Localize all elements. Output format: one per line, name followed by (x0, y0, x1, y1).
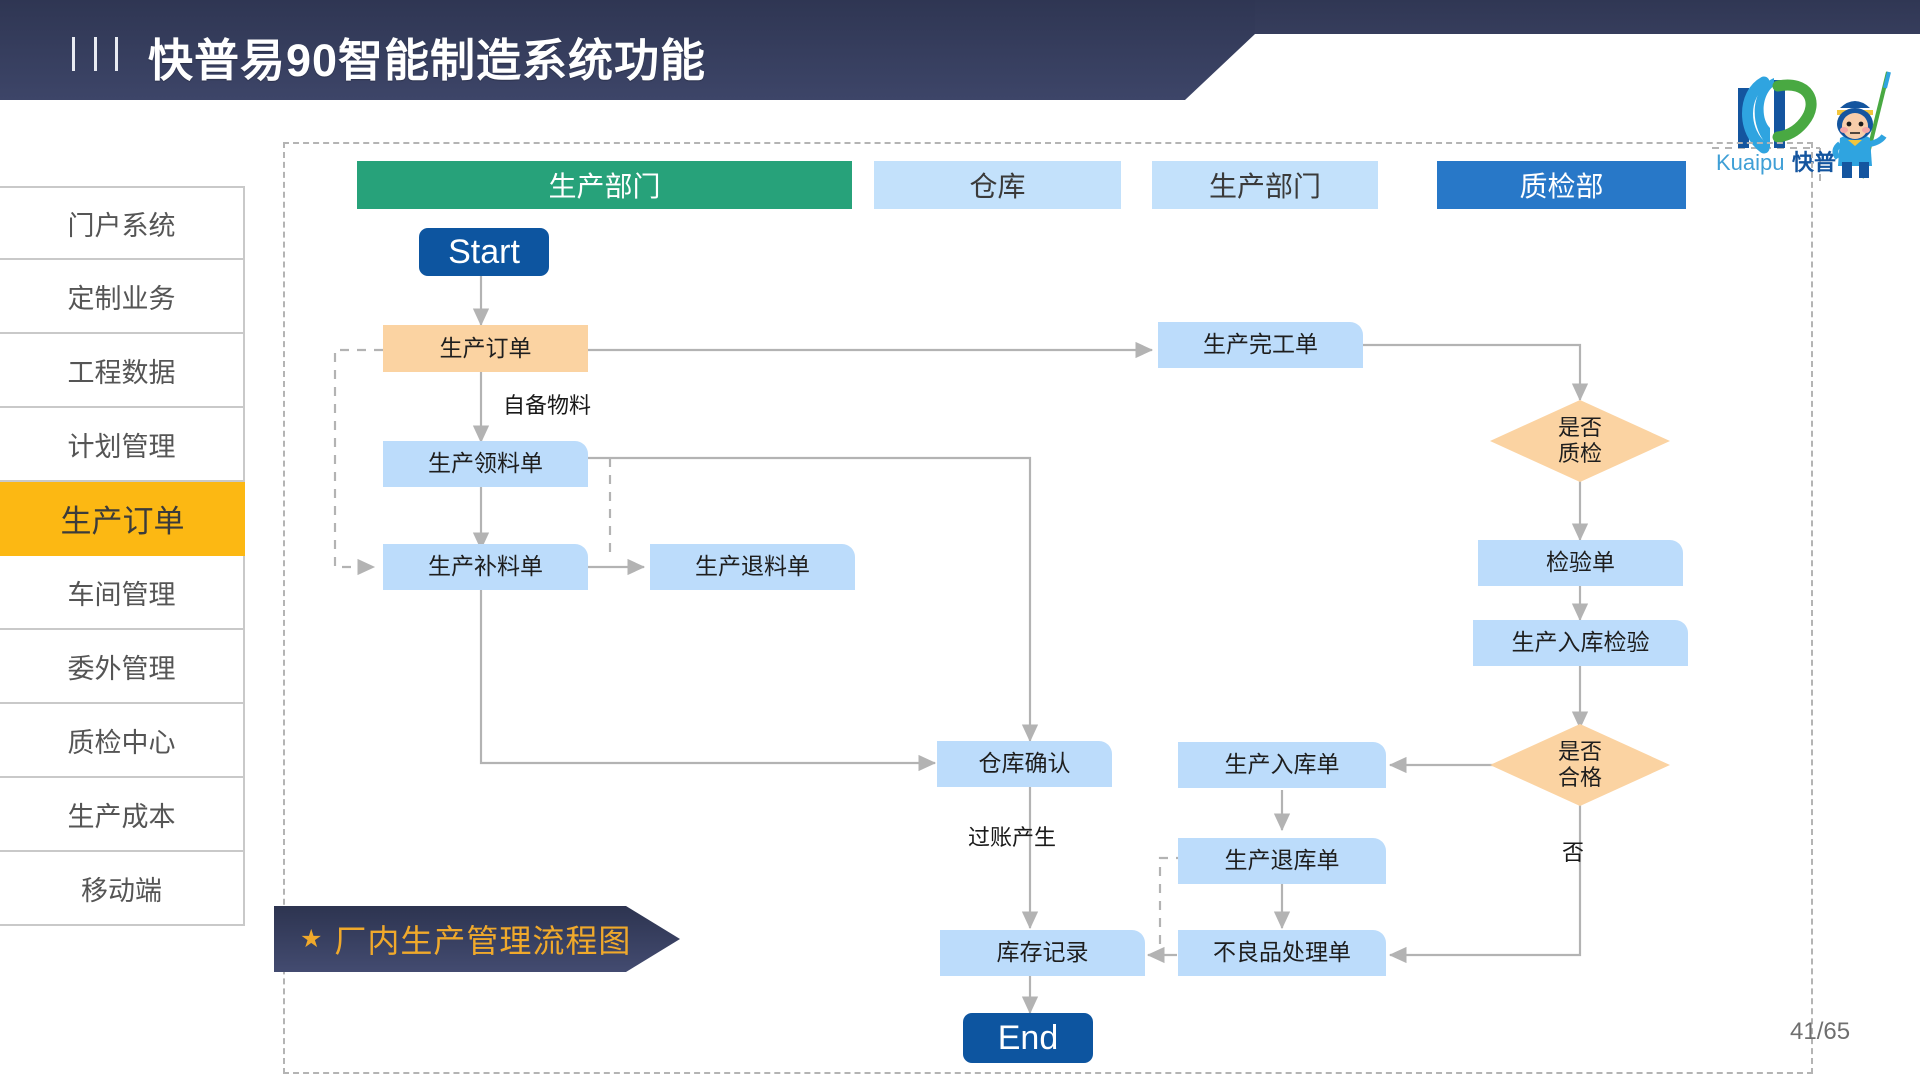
sidebar-item-label: 定制业务 (67, 283, 176, 314)
lane-header-production-2: 生产部门 (1152, 161, 1378, 209)
sidebar-item-label: 门户系统 (67, 210, 176, 241)
sidebar-item-mobile[interactable]: 移动端 (0, 852, 245, 926)
node-material-return[interactable]: 生产退料单 (650, 544, 855, 590)
node-label: 生产退库单 (1224, 847, 1340, 874)
node-label: 生产退料单 (695, 553, 810, 580)
sidebar-item-production-order[interactable]: 生产订单 (0, 482, 245, 556)
diamond-label: 是否 合格 (1558, 739, 1602, 792)
node-label: 检验单 (1546, 549, 1615, 576)
hamburger-bars-icon (72, 36, 118, 72)
node-label: Start (448, 232, 520, 271)
node-decision-qc[interactable]: 是否 质检 (1490, 400, 1670, 482)
node-label: 生产领料单 (428, 450, 543, 477)
lane-header-warehouse: 仓库 (874, 161, 1121, 209)
node-label: 生产入库单 (1224, 751, 1340, 778)
diamond-label: 是否 质检 (1558, 415, 1602, 468)
lane-label: 质检部 (1519, 171, 1604, 202)
sidebar-item-label: 委外管理 (67, 653, 176, 684)
node-inbound-receipt[interactable]: 生产入库单 (1178, 742, 1386, 788)
lane-label: 生产部门 (1208, 171, 1321, 202)
diamond-line-1: 是否 (1557, 414, 1602, 440)
node-decision-pass[interactable]: 是否 合格 (1490, 724, 1670, 806)
kuaipu-logo: Kuaipu 快普 ® (1712, 66, 1912, 181)
edge-label-posting: 过账产生 (968, 825, 1057, 850)
node-inbound-inspection[interactable]: 生产入库检验 (1473, 620, 1688, 666)
sidebar-menu: 门户系统 定制业务 工程数据 计划管理 生产订单 车间管理 委外管理 质检中心 … (0, 186, 245, 926)
node-production-order[interactable]: 生产订单 (383, 325, 588, 372)
node-label: 仓库确认 (978, 750, 1071, 777)
node-label: 生产入库检验 (1511, 629, 1650, 656)
node-label: End (997, 1018, 1059, 1057)
node-label: 生产完工单 (1203, 331, 1318, 358)
node-finish-order[interactable]: 生产完工单 (1158, 322, 1363, 368)
diamond-line-2: 合格 (1557, 765, 1602, 790)
sidebar-item-label: 计划管理 (67, 431, 176, 462)
sidebar-item-outsourcing[interactable]: 委外管理 (0, 630, 245, 704)
node-warehouse-confirm[interactable]: 仓库确认 (937, 741, 1112, 787)
node-label: 不良品处理单 (1213, 939, 1351, 966)
sidebar-item-cost[interactable]: 生产成本 (0, 778, 245, 852)
node-start[interactable]: Start (419, 228, 549, 276)
sidebar-item-label: 生产订单 (60, 503, 185, 539)
svg-text:快普: 快普 (1792, 150, 1836, 175)
diamond-line-1: 是否 (1557, 738, 1602, 764)
sidebar-item-label: 移动端 (81, 875, 162, 906)
node-replenish-list[interactable]: 生产补料单 (383, 544, 588, 590)
edge-label-no: 否 (1562, 840, 1585, 865)
lane-label: 仓库 (969, 171, 1026, 202)
sidebar-item-label: 质检中心 (67, 727, 176, 758)
sidebar-item-custom[interactable]: 定制业务 (0, 260, 245, 334)
lane-header-qc: 质检部 (1437, 161, 1686, 209)
lane-header-production: 生产部门 (357, 161, 852, 209)
node-label: 生产补料单 (428, 553, 543, 580)
node-defect-handling[interactable]: 不良品处理单 (1178, 930, 1386, 976)
sidebar-item-label: 生产成本 (67, 801, 176, 832)
node-stock-record[interactable]: 库存记录 (940, 930, 1145, 976)
sidebar-item-planning[interactable]: 计划管理 (0, 408, 245, 482)
sidebar-item-quality[interactable]: 质检中心 (0, 704, 245, 778)
node-pick-list[interactable]: 生产领料单 (383, 441, 588, 487)
node-end[interactable]: End (963, 1013, 1093, 1063)
diagram-caption-text: 厂内生产管理流程图 (334, 923, 632, 959)
diamond-line-2: 质检 (1557, 441, 1602, 466)
node-stock-return[interactable]: 生产退库单 (1178, 838, 1386, 884)
sidebar-item-label: 车间管理 (67, 579, 176, 610)
diagram-caption-banner: ★ 厂内生产管理流程图 (274, 906, 680, 972)
node-label: 库存记录 (996, 939, 1089, 966)
header-banner (0, 0, 1255, 100)
sidebar-item-portal[interactable]: 门户系统 (0, 186, 245, 260)
sidebar-item-workshop[interactable]: 车间管理 (0, 556, 245, 630)
lane-label: 生产部门 (548, 171, 661, 202)
sidebar-item-label: 工程数据 (67, 357, 176, 388)
sidebar-item-engineering[interactable]: 工程数据 (0, 334, 245, 408)
star-icon: ★ (300, 924, 323, 953)
diagram-frame (283, 142, 1813, 1074)
page-number: 41/65 (1790, 1018, 1851, 1045)
page-title: 快普易90智能制造系统功能 (148, 35, 707, 86)
node-label: 生产订单 (439, 334, 532, 361)
node-inspection-doc[interactable]: 检验单 (1478, 540, 1683, 586)
edge-label-self-material: 自备物料 (503, 393, 592, 418)
svg-text:Kuaipu: Kuaipu (1716, 150, 1785, 175)
